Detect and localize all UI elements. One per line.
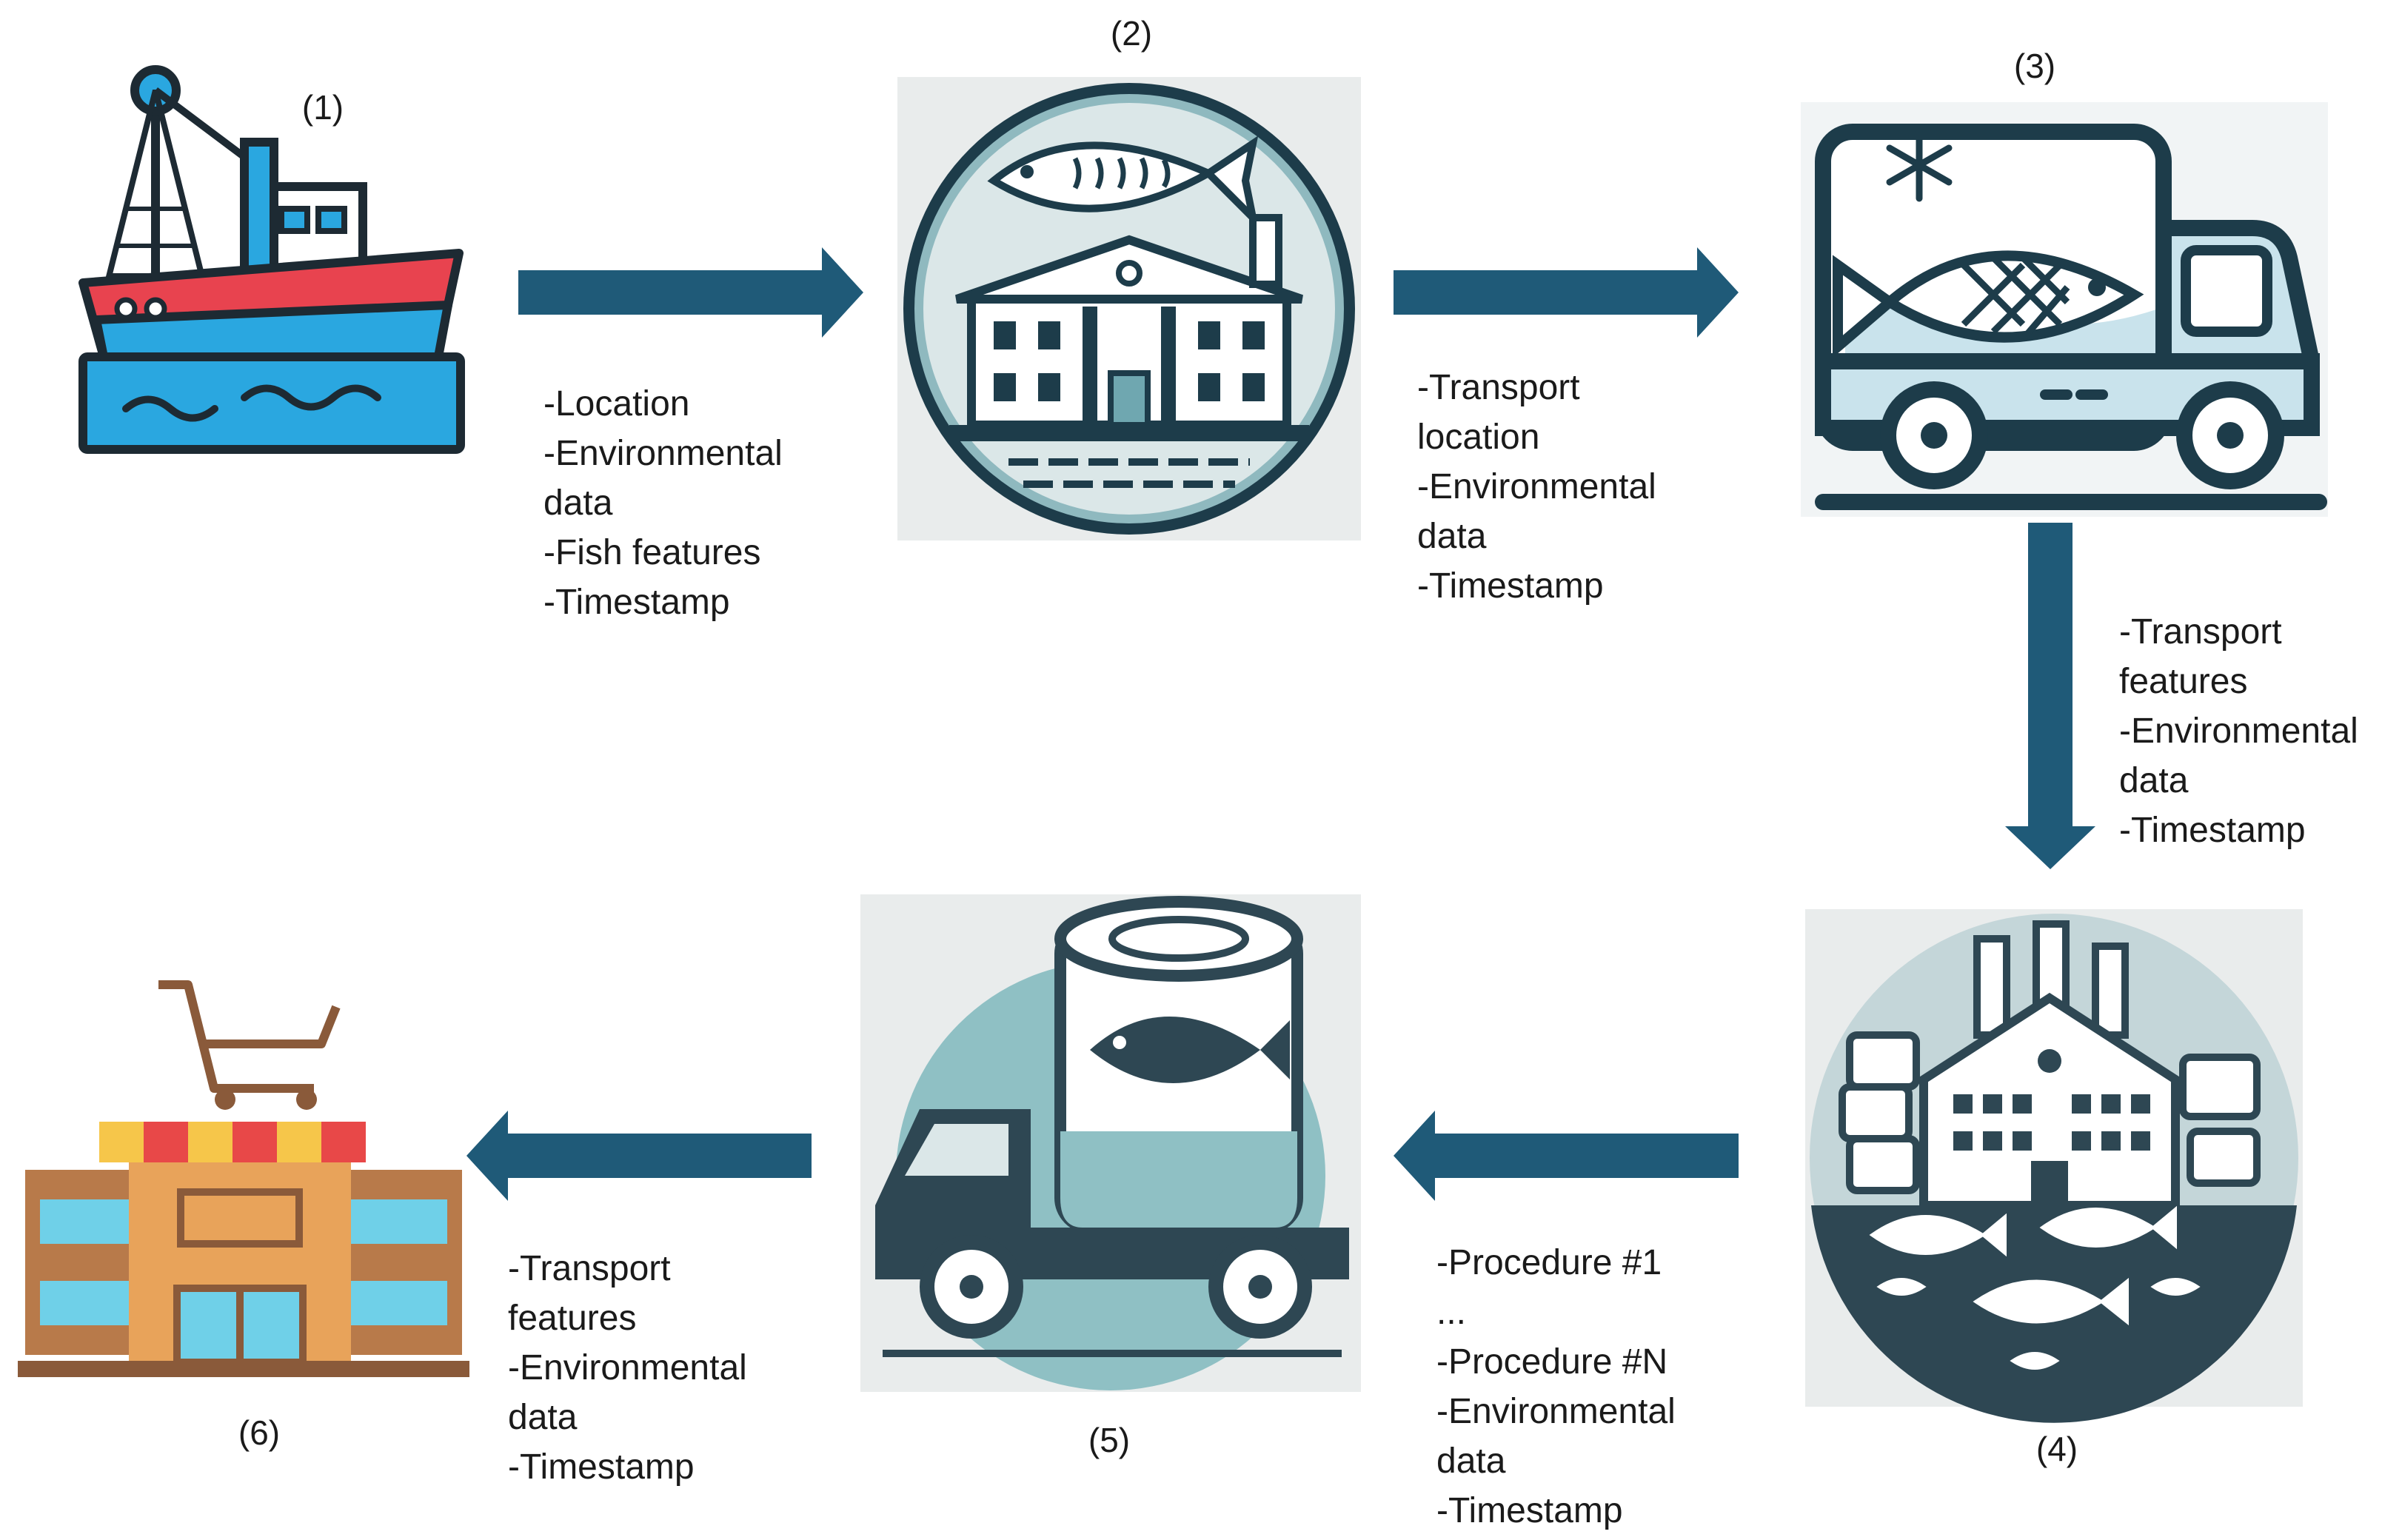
fishing-boat-icon xyxy=(78,65,465,454)
node-label-4: (4) xyxy=(2035,1430,2078,1468)
edge-text-3-4: -Transport features -Environmental data … xyxy=(2119,612,2358,850)
edge-text-4-5: -Procedure #1 ... -Procedure #N -Environ… xyxy=(1436,1243,1676,1530)
node-label-3: (3) xyxy=(2013,47,2056,85)
arrow-4-to-5 xyxy=(1394,1111,1739,1201)
arrow-1-to-2 xyxy=(518,247,863,338)
fish-processing-factory-icon xyxy=(1810,914,2298,1423)
node-label-5: (5) xyxy=(1088,1421,1131,1459)
edge-text-2-3: -Transport location -Environmental data … xyxy=(1417,368,1656,606)
node-label-6: (6) xyxy=(238,1413,281,1452)
arrow-2-to-3 xyxy=(1394,247,1739,338)
canned-fish-truck-icon xyxy=(875,896,1349,1390)
edge-text-1-2: -Location -Environmental data -Fish feat… xyxy=(543,384,783,622)
node-label-2: (2) xyxy=(1110,14,1153,53)
node-label-1: (1) xyxy=(301,88,344,127)
arrow-3-to-4 xyxy=(2005,523,2095,869)
fish-market-building-icon xyxy=(903,83,1355,535)
edge-text-5-6: -Transport features -Environmental data … xyxy=(508,1249,747,1487)
refrigerated-truck-icon xyxy=(1815,124,2327,510)
retail-store-icon xyxy=(18,980,469,1377)
arrow-5-to-6 xyxy=(466,1111,812,1201)
